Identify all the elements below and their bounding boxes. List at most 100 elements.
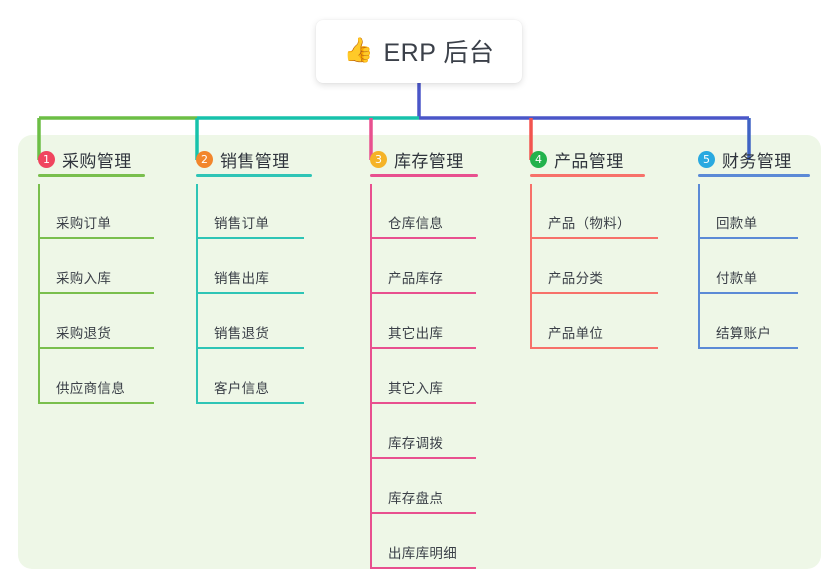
thumbs-up-icon: 👍 [343,36,374,64]
branch-item-underline [698,292,798,294]
root-node-card[interactable]: 👍 ERP 后台 [316,20,522,83]
branch-item[interactable]: 结算账户 [698,294,798,349]
branch-spine [530,184,532,349]
branch-item-label: 产品（物料） [548,216,631,231]
branch-item-underline [196,292,304,294]
branch-item-label: 采购订单 [56,216,112,231]
branch-item-label: 结算账户 [716,326,772,341]
branch-number-badge: 1 [38,150,55,168]
branch-item-label: 产品库存 [388,271,444,286]
branch-item[interactable]: 销售出库 [196,239,304,294]
branch-item[interactable]: 客户信息 [196,349,304,404]
branch-item-label: 出库库明细 [388,546,457,561]
branch-header-3[interactable]: 3 库存管理 [370,146,478,177]
branch-title: 产品管理 [554,151,624,171]
branch-header-underline [38,174,145,177]
branch-title: 财务管理 [722,151,792,171]
branch-item-underline [370,292,476,294]
branch-number-badge: 2 [196,150,213,168]
branch-items: 回款单付款单结算账户 [698,184,798,349]
branch-item-underline [370,347,476,349]
branch-item[interactable]: 其它出库 [370,294,476,349]
branch-item[interactable]: 采购入库 [38,239,154,294]
branch-item[interactable]: 产品（物料） [530,184,658,239]
branch-item-label: 销售退货 [214,326,270,341]
branch-item-label: 仓库信息 [388,216,444,231]
branch-item-underline [530,347,658,349]
branch-item-label: 销售订单 [214,216,270,231]
branch-item-label: 其它入库 [388,381,444,396]
branch-header-5[interactable]: 5 财务管理 [698,146,810,177]
branch-items: 产品（物料） 产品分类产品单位 [530,184,658,349]
branch-item[interactable]: 销售订单 [196,184,304,239]
branch-spine [698,184,700,349]
branch-header-underline [370,174,478,177]
root-node-title: ERP 后台 [383,38,495,67]
branch-item-underline [370,512,476,514]
branch-column-1: 1 采购管理采购订单采购入库采购退货供应商信息 [38,146,154,404]
branch-item-underline [698,347,798,349]
branch-item-underline [196,347,304,349]
branch-item[interactable]: 库存盘点 [370,459,476,514]
root-node-content: 👍 ERP 后台 [344,33,495,69]
branch-item-label: 采购入库 [56,271,112,286]
branch-item[interactable]: 供应商信息 [38,349,154,404]
branch-item-label: 回款单 [716,216,758,231]
branch-item[interactable]: 库存调拨 [370,404,476,459]
branch-item[interactable]: 仓库信息 [370,184,476,239]
branch-number-badge: 4 [530,150,547,168]
branch-item-label: 库存调拨 [388,436,444,451]
branch-header-4[interactable]: 4 产品管理 [530,146,645,177]
branch-title: 库存管理 [394,151,464,171]
branch-item-underline [530,292,658,294]
branch-column-5: 5 财务管理回款单付款单结算账户 [698,146,810,349]
branch-items: 仓库信息产品库存其它出库其它入库库存调拨库存盘点出库库明细 [370,184,476,569]
branch-item[interactable]: 产品分类 [530,239,658,294]
branch-item-label: 产品单位 [548,326,604,341]
branch-item-label: 付款单 [716,271,758,286]
branch-item[interactable]: 回款单 [698,184,798,239]
branch-item[interactable]: 产品库存 [370,239,476,294]
branch-column-3: 3 库存管理仓库信息产品库存其它出库其它入库库存调拨库存盘点出库库明细 [370,146,478,569]
branch-item-underline [196,237,304,239]
branch-item-underline [38,347,154,349]
branch-item-underline [370,237,476,239]
branch-spine [196,184,198,404]
branch-header-underline [530,174,645,177]
branch-number-badge: 5 [698,150,715,168]
branch-spine [370,184,372,569]
branch-item-label: 其它出库 [388,326,444,341]
branch-item[interactable]: 采购订单 [38,184,154,239]
branch-item[interactable]: 其它入库 [370,349,476,404]
branch-title: 销售管理 [220,151,290,171]
branches-panel [18,135,821,569]
branch-item-underline [370,457,476,459]
branch-item[interactable]: 出库库明细 [370,514,476,569]
branch-items: 采购订单采购入库采购退货供应商信息 [38,184,154,404]
branch-item-underline [530,237,658,239]
branch-item-label: 采购退货 [56,326,112,341]
branch-item-underline [38,292,154,294]
branch-item[interactable]: 销售退货 [196,294,304,349]
branch-item[interactable]: 产品单位 [530,294,658,349]
branch-item[interactable]: 采购退货 [38,294,154,349]
branch-items: 销售订单销售出库销售退货客户信息 [196,184,304,404]
branch-header-underline [698,174,810,177]
branch-item-underline [370,567,476,569]
branch-item-underline [370,402,476,404]
branch-item-label: 客户信息 [214,381,270,396]
branch-number-badge: 3 [370,150,387,168]
branch-item-underline [698,237,798,239]
branch-item-underline [196,402,304,404]
branch-item[interactable]: 付款单 [698,239,798,294]
branch-item-underline [38,402,154,404]
branch-header-1[interactable]: 1 采购管理 [38,146,145,177]
branch-header-2[interactable]: 2 销售管理 [196,146,312,177]
branch-column-4: 4 产品管理产品（物料） 产品分类产品单位 [530,146,658,349]
branch-column-2: 2 销售管理销售订单销售出库销售退货客户信息 [196,146,312,404]
branch-title: 采购管理 [62,151,132,171]
branch-item-label: 销售出库 [214,271,270,286]
branch-item-label: 库存盘点 [388,491,444,506]
branch-item-label: 产品分类 [548,271,604,286]
